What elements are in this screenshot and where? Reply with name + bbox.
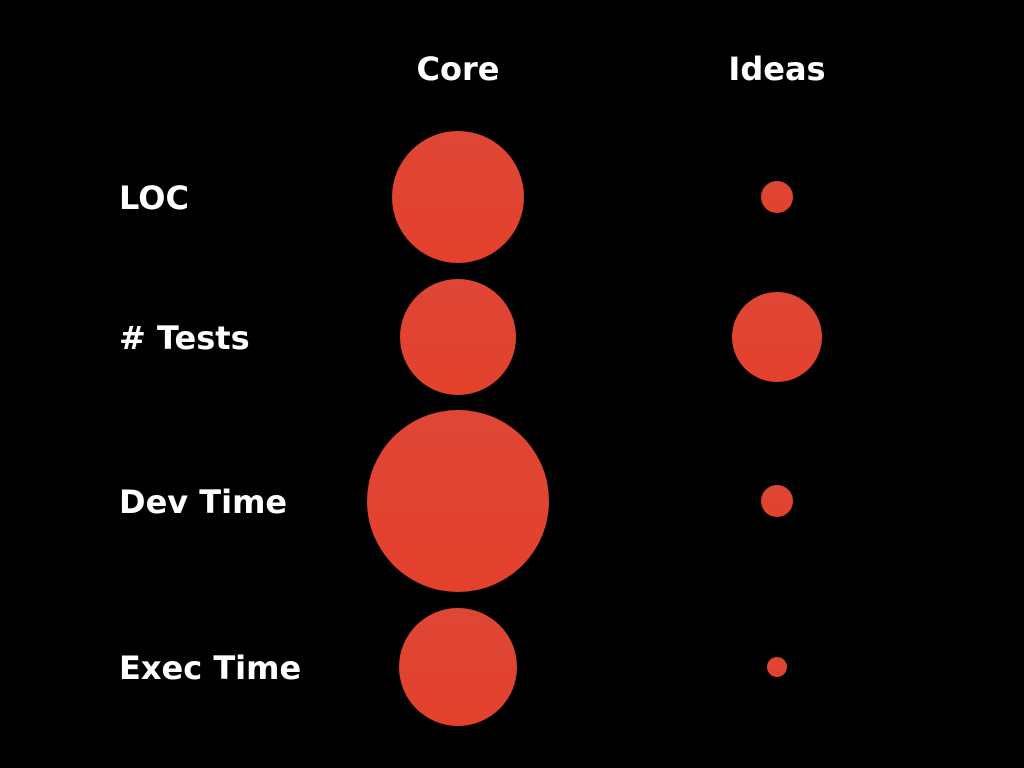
column-label-ideas: Ideas xyxy=(728,50,825,88)
row-label-dev-time: Dev Time xyxy=(119,483,287,521)
column-label-core: Core xyxy=(417,50,500,88)
bubble-dev-time-ideas xyxy=(761,485,793,517)
row-label-tests: # Tests xyxy=(119,319,250,357)
column-labels: Core Ideas xyxy=(417,50,826,88)
bubble-tests-core xyxy=(400,279,516,395)
bubble-loc-ideas xyxy=(761,181,793,213)
row-label-exec-time: Exec Time xyxy=(119,649,301,687)
bubble-exec-time-ideas xyxy=(767,657,787,677)
bubble-tests-ideas xyxy=(732,292,822,382)
bubbles xyxy=(367,131,822,726)
bubble-loc-core xyxy=(392,131,524,263)
bubble-exec-time-core xyxy=(399,608,517,726)
row-label-loc: LOC xyxy=(119,179,189,217)
bubble-dev-time-core xyxy=(367,410,549,592)
